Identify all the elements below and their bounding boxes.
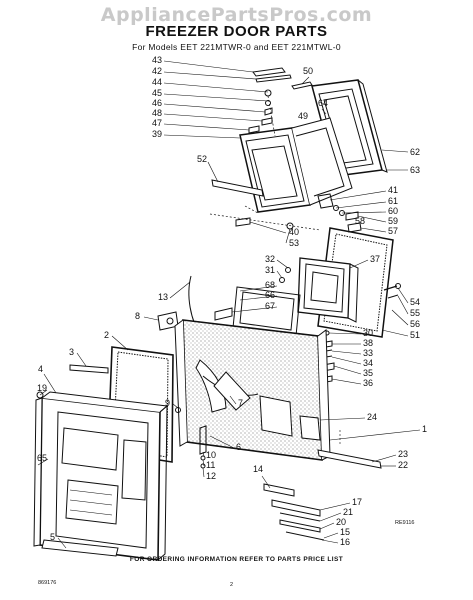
main-door-liner <box>174 319 331 461</box>
small-fastener-parts <box>248 89 273 134</box>
callout-63: 63 <box>410 165 420 175</box>
callout-1: 1 <box>422 424 427 434</box>
callout-14: 14 <box>253 464 263 474</box>
callout-8: 8 <box>135 311 140 321</box>
callout-44: 44 <box>152 77 162 87</box>
lower-hinge-pins <box>235 217 294 230</box>
callout-13: 13 <box>158 292 168 302</box>
bottom-trim <box>41 539 119 557</box>
callout-39: 39 <box>152 129 162 139</box>
callout-11: 11 <box>206 460 215 470</box>
callout-59: 59 <box>388 216 398 226</box>
callout-65: 65 <box>37 453 47 463</box>
callout-2: 2 <box>104 330 109 340</box>
callout-64: 64 <box>318 98 328 108</box>
callout-10: 10 <box>206 450 216 460</box>
callout-23: 23 <box>398 449 408 459</box>
callout-5: 5 <box>50 532 55 542</box>
ordering-note: FOR ORDERING INFORMATION REFER TO PARTS … <box>129 556 344 563</box>
callout-9: 9 <box>165 398 170 408</box>
callout-62: 62 <box>410 147 420 157</box>
callout-3: 3 <box>69 347 74 357</box>
callout-38: 38 <box>363 338 373 348</box>
diagram-title: FREEZER DOOR PARTS <box>145 23 328 40</box>
callout-30: 30 <box>363 328 373 338</box>
callout-35: 35 <box>363 368 373 378</box>
outer-door-panel <box>39 391 169 561</box>
callout-42: 42 <box>152 66 162 76</box>
callout-52: 52 <box>197 154 207 164</box>
callout-45: 45 <box>152 88 162 98</box>
door-breaker-bar <box>69 364 109 374</box>
small-parts-cluster <box>214 267 301 337</box>
page-number: 2 <box>230 582 234 588</box>
door-side-edge <box>33 397 43 547</box>
callout-19: 19 <box>37 383 47 393</box>
callout-51: 51 <box>410 330 420 340</box>
diagram-subtitle: For Models EET 221MTWR-0 and EET 221MTWL… <box>132 42 341 52</box>
callout-56: 56 <box>410 319 420 329</box>
callout-20: 20 <box>336 517 346 527</box>
door-trim-strip <box>317 449 382 469</box>
callout-57: 57 <box>388 226 398 236</box>
callout-54: 54 <box>410 297 420 307</box>
callout-22: 22 <box>398 460 408 470</box>
callout-17: 17 <box>352 497 362 507</box>
callout-24: 24 <box>367 412 377 422</box>
callout-60: 60 <box>388 206 398 216</box>
upper-rail-parts <box>252 67 313 90</box>
callout-36: 36 <box>363 378 373 388</box>
callout-61: 61 <box>388 196 398 206</box>
callout-46: 46 <box>152 98 162 108</box>
callout-68: 68 <box>265 280 275 290</box>
callout-53: 53 <box>289 238 299 248</box>
bottom-hinge-parts <box>263 483 325 541</box>
callout-58: 58 <box>355 216 365 226</box>
callout-33: 33 <box>363 348 373 358</box>
bottom-strip <box>211 179 264 197</box>
callout-37: 37 <box>370 254 380 264</box>
callout-41: 41 <box>388 185 398 195</box>
callout-21: 21 <box>343 507 353 517</box>
callout-labels: 4342444546484739525049646263416160595857… <box>37 55 427 547</box>
callout-34: 34 <box>363 358 373 368</box>
callout-6: 6 <box>236 442 241 452</box>
callout-67: 67 <box>265 301 275 311</box>
callout-47: 47 <box>152 118 162 128</box>
callout-32: 32 <box>265 254 275 264</box>
watermark: AppliancePartsPros.com <box>100 4 373 26</box>
callout-50: 50 <box>303 66 313 76</box>
callout-40: 40 <box>289 227 299 237</box>
callout-43: 43 <box>152 55 162 65</box>
callout-15: 15 <box>340 527 350 537</box>
callout-12: 12 <box>206 471 216 481</box>
door-screw <box>36 391 44 399</box>
callout-4: 4 <box>38 364 43 374</box>
callout-7: 7 <box>238 398 243 408</box>
callout-66: 66 <box>265 290 275 300</box>
callout-48: 48 <box>152 108 162 118</box>
callout-49: 49 <box>298 111 308 121</box>
callout-55: 55 <box>410 308 420 318</box>
callout-31: 31 <box>265 265 275 275</box>
document-code: 869176 <box>38 580 57 586</box>
diagram-code: RE9116 <box>395 520 415 526</box>
callout-16: 16 <box>340 537 350 547</box>
ice-bucket-assembly <box>297 257 359 323</box>
